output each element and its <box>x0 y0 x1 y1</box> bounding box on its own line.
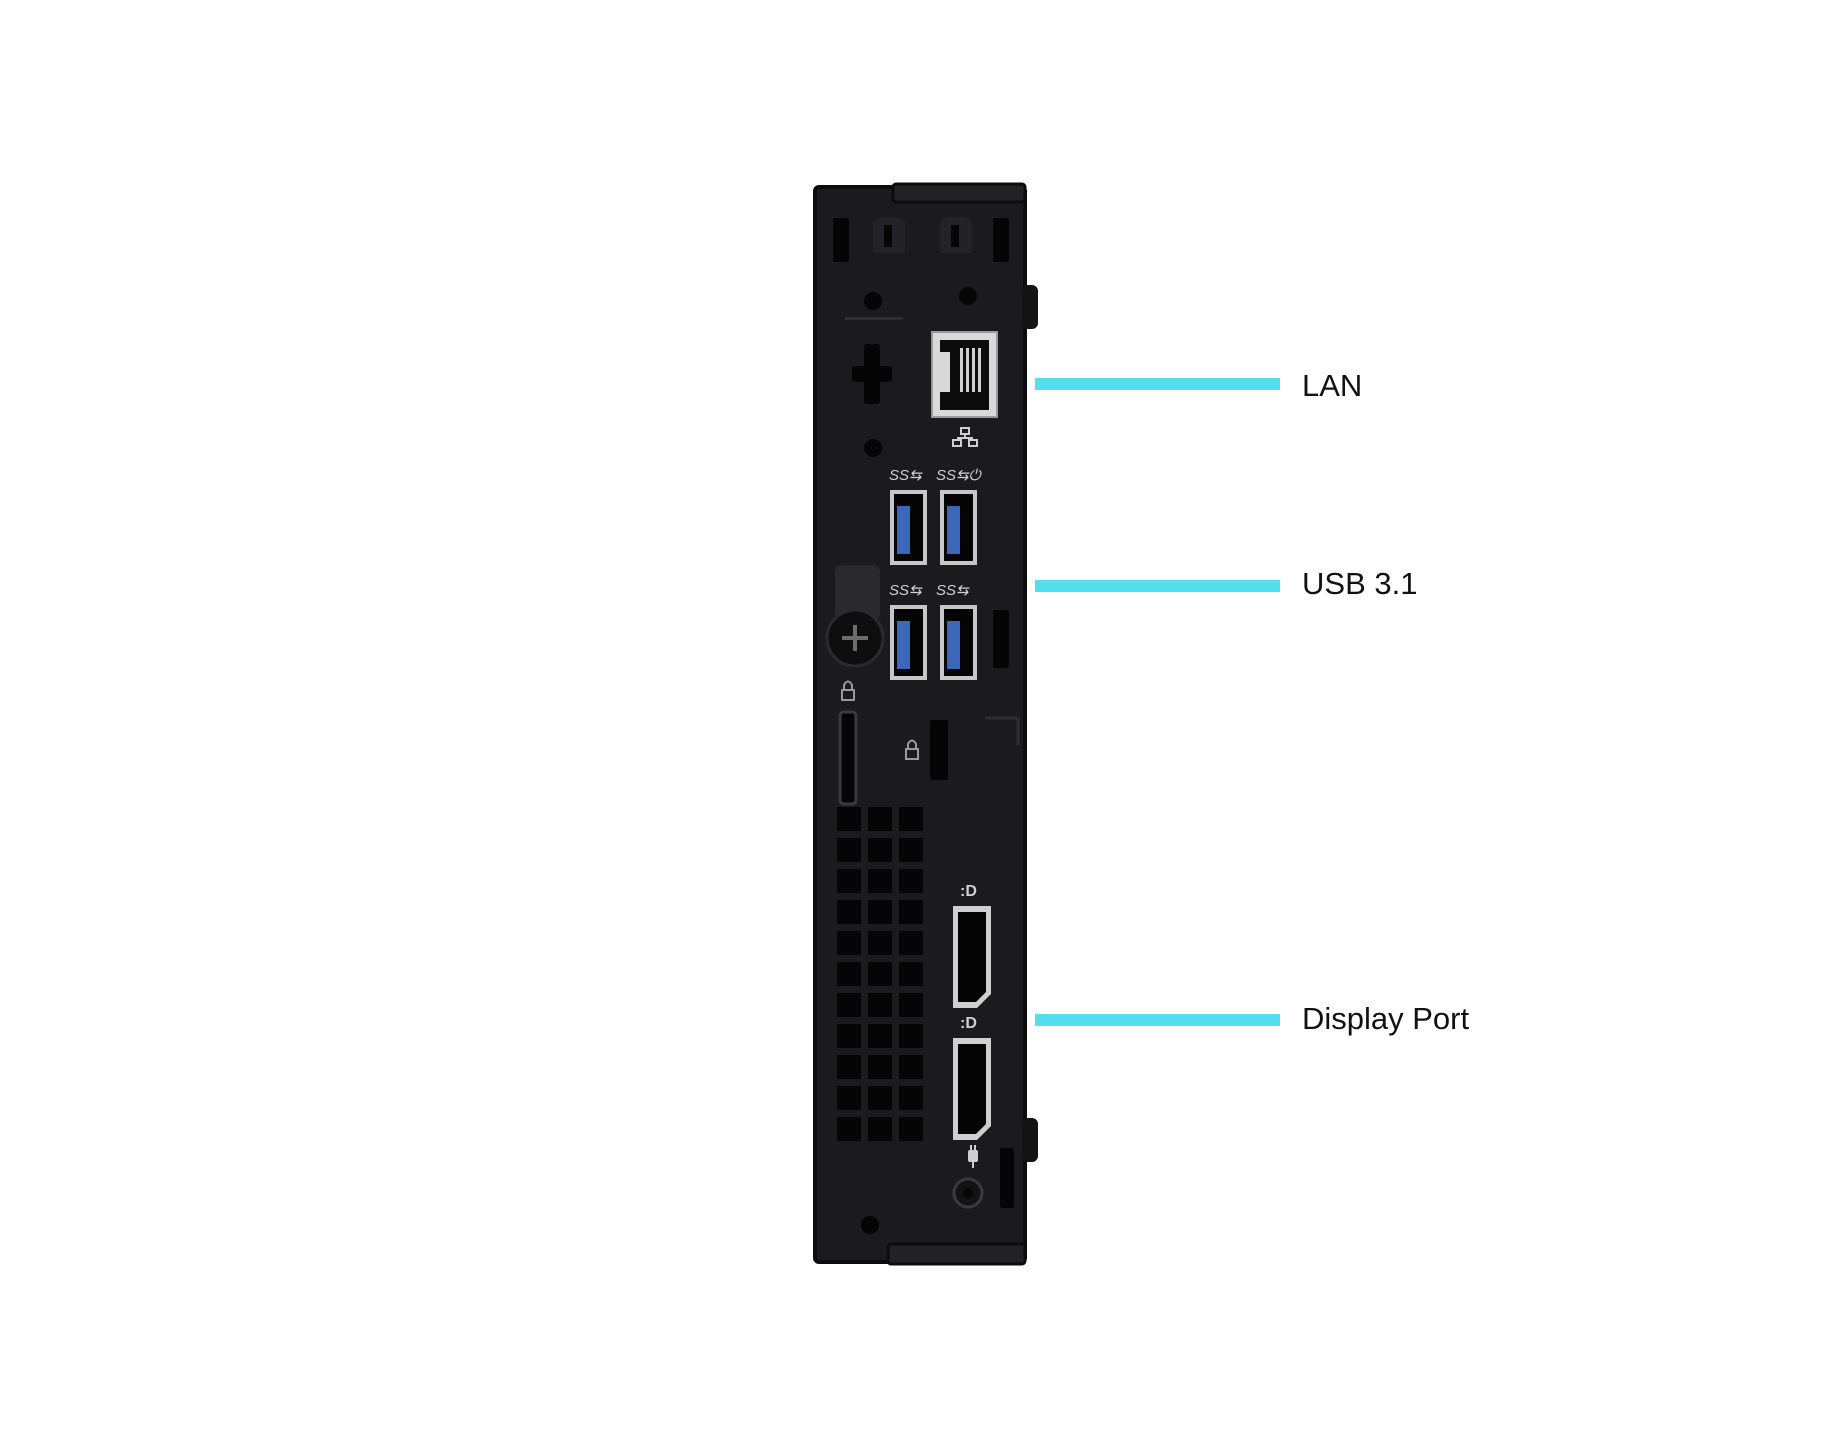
vent-hole <box>837 1117 861 1141</box>
vent-hole <box>899 838 923 862</box>
svg-text:SS: SS <box>936 467 956 484</box>
usb-logo-icon: SS⇆ SS⇆⏻ SS⇆ SS⇆ <box>889 467 983 599</box>
vent-hole <box>899 1086 923 1110</box>
displayport-1 <box>953 906 991 1008</box>
svg-text:⇆: ⇆ <box>909 467 923 484</box>
lan-callout-line <box>1035 378 1280 390</box>
side-slot <box>993 610 1009 668</box>
displayport-callout-line <box>1035 1014 1280 1026</box>
svg-text::D: :D <box>960 1015 977 1032</box>
vent-hole <box>899 807 923 831</box>
svg-text:⇆⏻: ⇆⏻ <box>956 467 983 484</box>
side-slot-bottom <box>1000 1148 1014 1208</box>
vent-hole <box>837 869 861 893</box>
vent-hole <box>899 1117 923 1141</box>
svg-text:SS: SS <box>889 467 909 484</box>
vent-hole <box>899 962 923 986</box>
vent-hole <box>868 1055 892 1079</box>
vent-hole <box>837 838 861 862</box>
svg-text:SS: SS <box>936 582 956 599</box>
svg-text:SS: SS <box>889 582 909 599</box>
usb-port-1 <box>890 490 927 565</box>
vent-hole <box>837 1055 861 1079</box>
vent-hole <box>899 1055 923 1079</box>
vent-hole <box>868 1086 892 1110</box>
vent-hole <box>899 993 923 1017</box>
vent-hole <box>868 1117 892 1141</box>
vent-hole <box>868 900 892 924</box>
latch-knob-bottom-icon <box>1022 1118 1038 1162</box>
displayport-logo-icon: :D :D <box>960 883 977 1032</box>
latch-knob-top-icon <box>1022 285 1038 329</box>
usb-port-2 <box>940 490 977 565</box>
usb-port-4 <box>940 605 977 680</box>
vent-hole <box>899 900 923 924</box>
vent-hole <box>837 807 861 831</box>
vent-hole <box>837 1024 861 1048</box>
thumbscrew-icon <box>825 565 885 668</box>
vent-hole <box>868 838 892 862</box>
vent-hole <box>899 931 923 955</box>
svg-text:⇆: ⇆ <box>909 582 923 599</box>
kensington-slot <box>930 720 948 780</box>
vent-hole <box>868 807 892 831</box>
network-icon <box>952 427 978 447</box>
vent-hole <box>899 1024 923 1048</box>
vent-hole <box>837 931 861 955</box>
screw-hole <box>861 1216 879 1234</box>
vent-hole <box>837 993 861 1017</box>
vent-hole <box>837 1086 861 1110</box>
usb-port-3 <box>890 605 927 680</box>
vent-hole <box>868 993 892 1017</box>
vent-hole <box>899 869 923 893</box>
vent-hole <box>868 869 892 893</box>
displayport-2 <box>953 1038 991 1140</box>
vent-grid <box>837 807 923 1141</box>
power-plug-icon <box>968 1145 978 1168</box>
displayport-label: Display Port <box>1302 1001 1470 1036</box>
svg-text:⇆: ⇆ <box>956 582 970 599</box>
usb-label: USB 3.1 <box>1302 566 1418 601</box>
lan-port <box>931 331 998 418</box>
kensington-lock-icon <box>905 739 919 760</box>
vent-hole <box>868 962 892 986</box>
vent-hole <box>837 900 861 924</box>
usb-callout-line <box>1035 580 1280 592</box>
vent-hole <box>868 931 892 955</box>
lan-label: LAN <box>1302 368 1363 403</box>
plus-screw-icon <box>845 317 903 404</box>
padlock-loop <box>838 710 858 806</box>
padlock-icon <box>841 680 855 701</box>
vent-hole <box>868 1024 892 1048</box>
svg-text::D: :D <box>960 883 977 900</box>
vent-hole <box>837 962 861 986</box>
top-vent-slots <box>833 217 1009 457</box>
